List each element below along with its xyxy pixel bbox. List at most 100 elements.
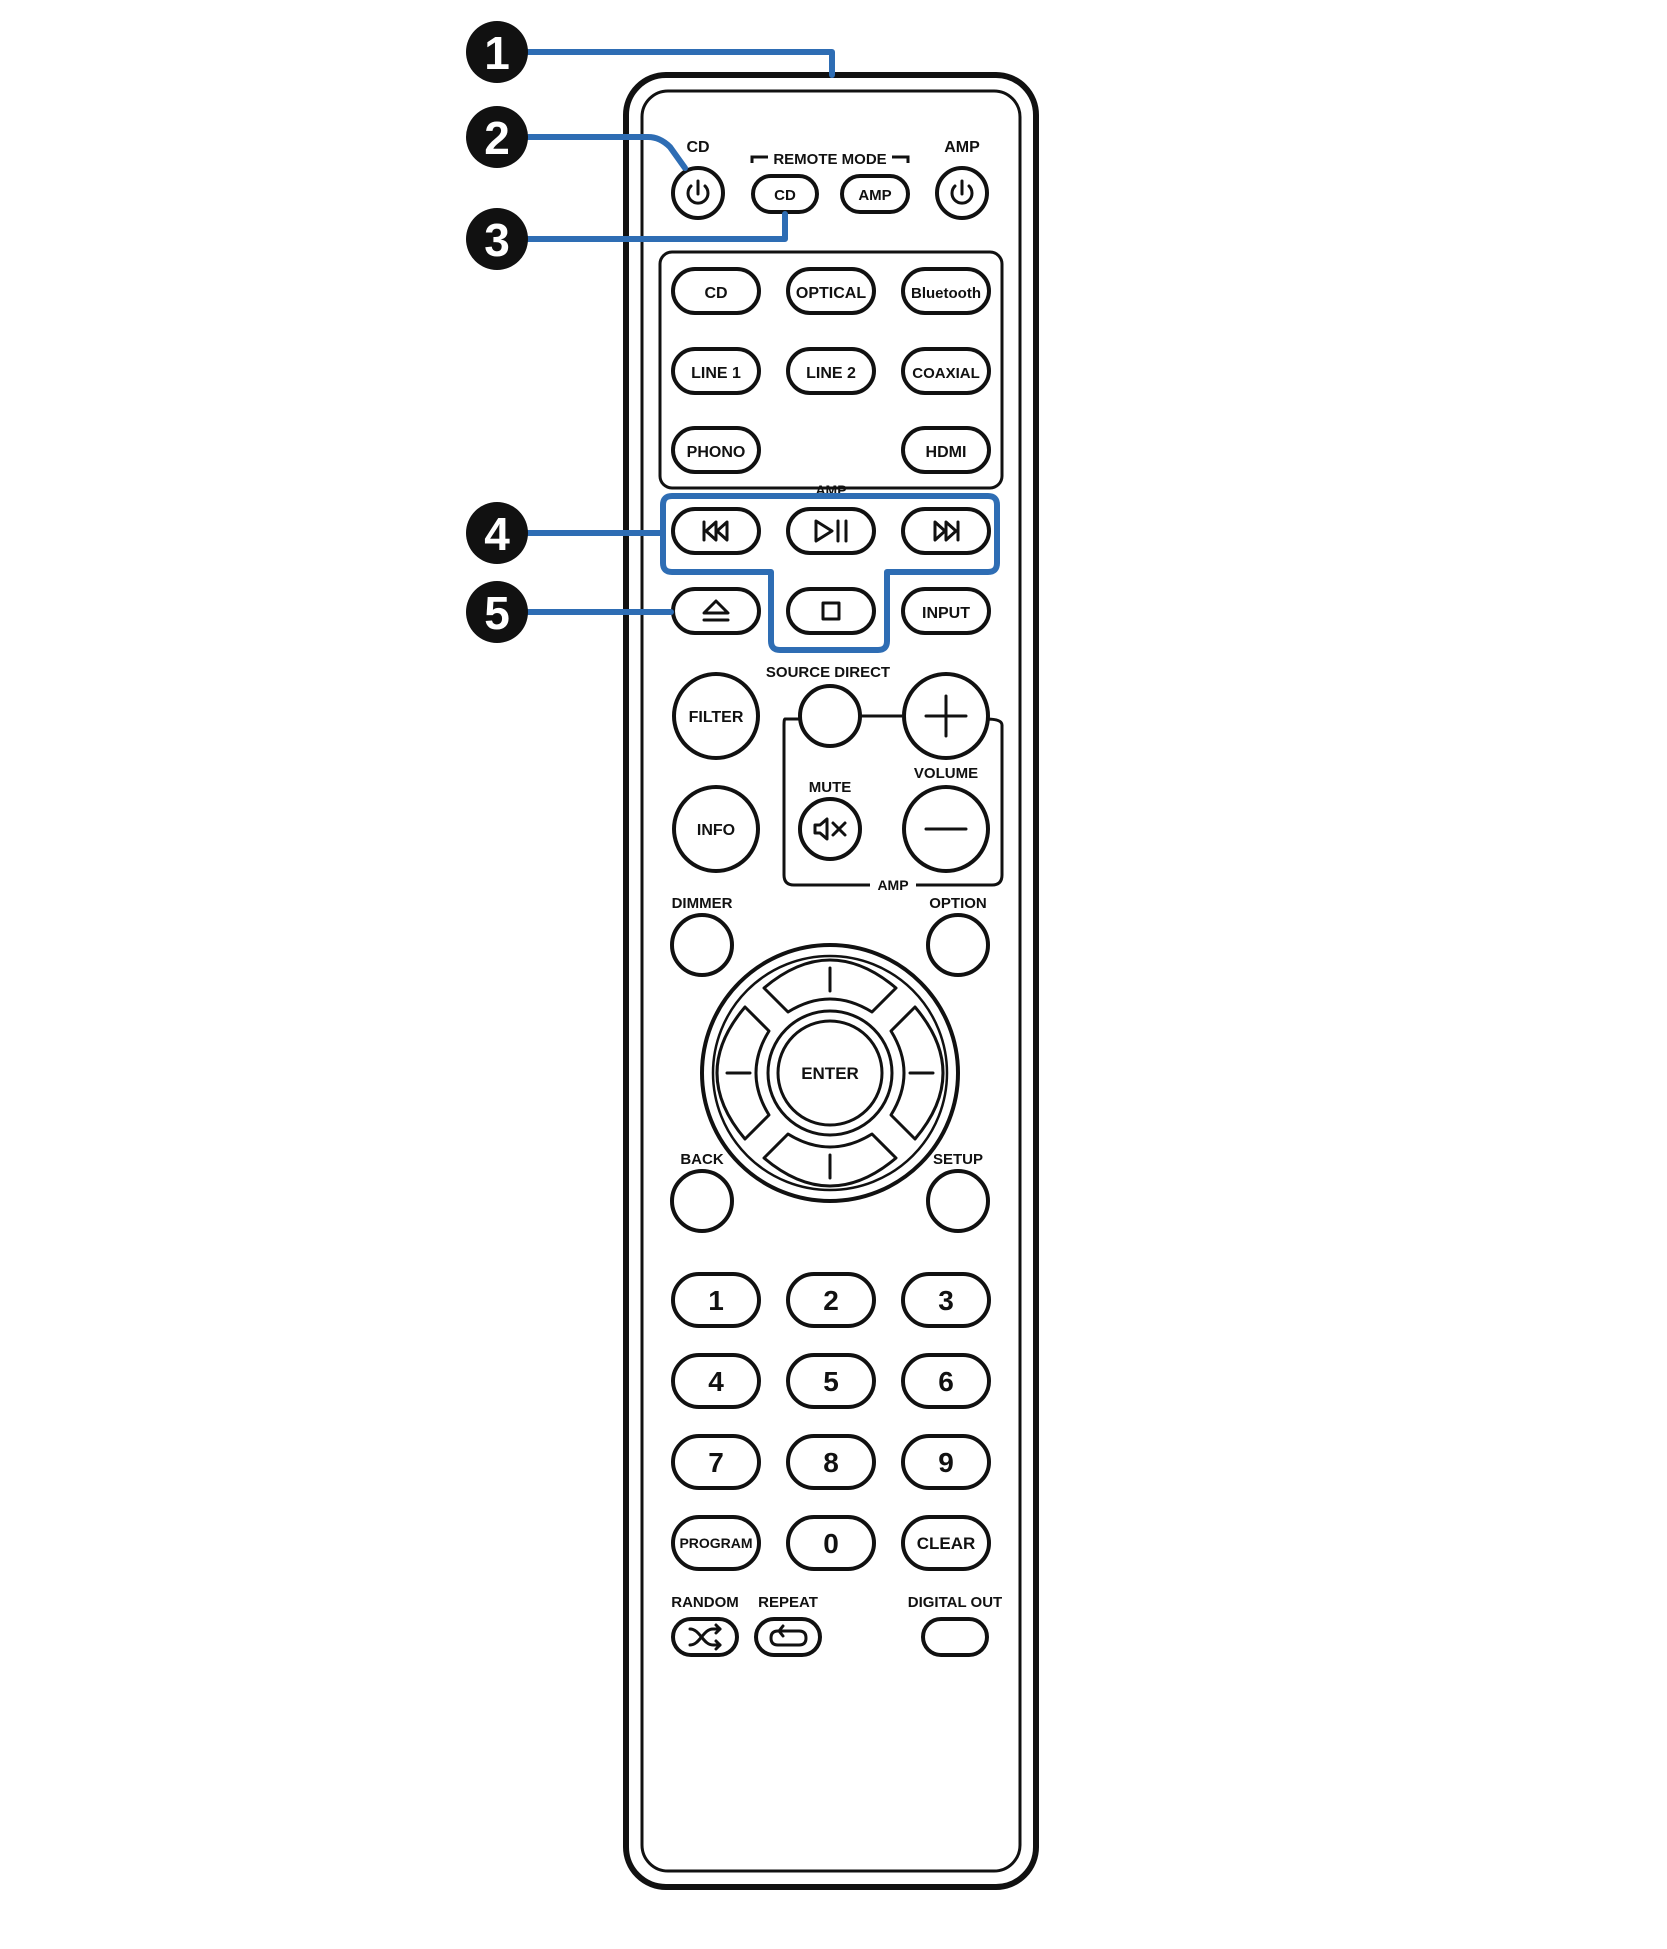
zero-label: 0 — [823, 1528, 839, 1559]
clear-button[interactable]: CLEAR — [901, 1515, 991, 1571]
callout-number: 2 — [484, 112, 510, 164]
number-label: 1 — [708, 1285, 724, 1316]
mute-icon — [813, 817, 847, 841]
volume-down-button[interactable] — [902, 785, 990, 873]
source-direct-label: SOURCE DIRECT — [766, 664, 890, 681]
callout-3: 3 — [466, 208, 788, 270]
clear-label: CLEAR — [917, 1534, 976, 1553]
input-optical-label: OPTICAL — [796, 285, 866, 302]
remote-mode-cd-label: CD — [774, 187, 796, 204]
callout-number: 4 — [484, 508, 510, 560]
input-line2-button[interactable]: LINE 2 — [786, 347, 876, 395]
input-button[interactable]: INPUT — [901, 587, 991, 635]
cursor-up-button[interactable] — [762, 958, 898, 1014]
volume-label: VOLUME — [914, 765, 978, 782]
number-button-4[interactable]: 4 — [671, 1353, 761, 1409]
callout-1: 1 — [466, 21, 835, 83]
remote-mode-cd-button[interactable]: CD — [751, 174, 819, 214]
input-cd-button[interactable]: CD — [671, 267, 761, 315]
cursor-left-button[interactable] — [715, 1005, 771, 1141]
random-button[interactable] — [671, 1617, 739, 1657]
dimmer-button[interactable] — [670, 913, 734, 977]
info-button[interactable]: INFO — [672, 785, 760, 873]
cursor-down-button[interactable] — [762, 1132, 898, 1188]
number-label: 9 — [938, 1447, 954, 1478]
back-button[interactable] — [670, 1169, 734, 1233]
number-label: 8 — [823, 1447, 839, 1478]
cursor-right-button[interactable] — [889, 1005, 945, 1141]
play-pause-button[interactable] — [786, 507, 876, 555]
amp-power-label: AMP — [944, 139, 980, 156]
mute-label: MUTE — [809, 779, 852, 796]
input-line1-button[interactable]: LINE 1 — [671, 347, 761, 395]
source-direct-button[interactable] — [798, 684, 862, 748]
input-bluetooth-label: Bluetooth — [911, 285, 981, 302]
info-label: INFO — [697, 822, 735, 839]
remote-mode-bracket — [750, 155, 910, 163]
amp-power-button[interactable] — [935, 166, 989, 220]
number-button-7[interactable]: 7 — [671, 1434, 761, 1490]
mute-button[interactable] — [798, 797, 862, 861]
eject-button[interactable] — [671, 587, 761, 635]
skip-back-button[interactable] — [671, 507, 761, 555]
number-button-0[interactable]: 0 — [786, 1515, 876, 1571]
skip-forward-button[interactable] — [901, 507, 991, 555]
random-label: RANDOM — [671, 1594, 739, 1611]
filter-label: FILTER — [689, 709, 744, 726]
volume-up-button[interactable] — [902, 672, 990, 760]
dimmer-label: DIMMER — [672, 895, 733, 912]
digital-out-button[interactable] — [921, 1617, 989, 1657]
input-cd-label: CD — [704, 285, 727, 302]
amp-label-mask — [870, 878, 916, 892]
number-button-3[interactable]: 3 — [901, 1272, 991, 1328]
shuffle-icon — [688, 1623, 722, 1651]
input-line2-label: LINE 2 — [806, 365, 856, 382]
cd-power-button[interactable] — [671, 166, 725, 220]
number-button-5[interactable]: 5 — [786, 1353, 876, 1409]
number-button-6[interactable]: 6 — [901, 1353, 991, 1409]
input-coaxial-button[interactable]: COAXIAL — [901, 347, 991, 395]
input-line1-label: LINE 1 — [691, 365, 741, 382]
input-bluetooth-button[interactable]: Bluetooth — [901, 267, 991, 315]
remote-mode-label: REMOTE MODE — [773, 151, 886, 168]
number-button-9[interactable]: 9 — [901, 1434, 991, 1490]
input-phono-button[interactable]: PHONO — [671, 426, 761, 474]
repeat-button[interactable] — [754, 1617, 822, 1657]
digital-out-label: DIGITAL OUT — [908, 1594, 1002, 1611]
eject-icon — [702, 599, 730, 622]
remote-mode-amp-label: AMP — [858, 187, 891, 204]
stop-icon — [821, 601, 841, 621]
cd-power-label: CD — [686, 139, 709, 156]
input-phono-label: PHONO — [687, 444, 746, 461]
callout-number: 3 — [484, 214, 510, 266]
input-coaxial-label: COAXIAL — [912, 365, 980, 382]
setup-button[interactable] — [926, 1169, 990, 1233]
number-label: 7 — [708, 1447, 724, 1478]
power-icon — [686, 179, 710, 205]
input-hdmi-label: HDMI — [926, 444, 967, 461]
remote-mode-amp-button[interactable]: AMP — [840, 174, 910, 214]
input-label: INPUT — [922, 605, 970, 622]
input-group-frame — [658, 250, 1004, 490]
play-pause-icon — [814, 519, 848, 543]
enter-button[interactable]: ENTER — [766, 1009, 894, 1137]
number-label: 5 — [823, 1366, 839, 1397]
callout-4: 4 — [466, 493, 1000, 653]
number-button-8[interactable]: 8 — [786, 1434, 876, 1490]
back-label: BACK — [680, 1151, 723, 1168]
program-button[interactable]: PROGRAM — [671, 1515, 761, 1571]
option-button[interactable] — [926, 913, 990, 977]
input-optical-button[interactable]: OPTICAL — [786, 267, 876, 315]
amp-volume-group-label: AMP — [877, 877, 908, 893]
stop-button[interactable] — [786, 587, 876, 635]
callout-number: 5 — [484, 587, 510, 639]
filter-button[interactable]: FILTER — [672, 672, 760, 760]
number-button-1[interactable]: 1 — [671, 1272, 761, 1328]
volume-group-frame — [782, 717, 1004, 887]
callout-5: 5 — [466, 581, 674, 643]
input-hdmi-button[interactable]: HDMI — [901, 426, 991, 474]
callout-number: 1 — [484, 27, 510, 79]
number-label: 4 — [708, 1366, 724, 1397]
number-button-2[interactable]: 2 — [786, 1272, 876, 1328]
